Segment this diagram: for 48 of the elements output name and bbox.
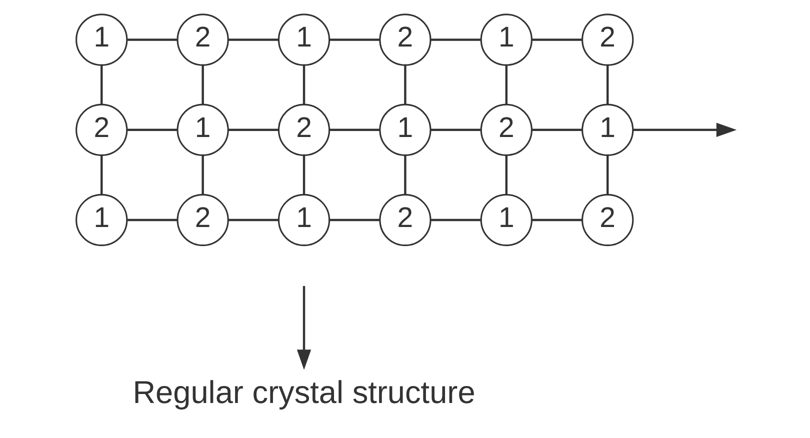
connector xyxy=(504,65,508,105)
connector xyxy=(100,65,102,105)
node-circle: 1 xyxy=(277,194,330,246)
connector xyxy=(228,128,278,131)
arrow xyxy=(296,286,311,370)
node-circle: 2 xyxy=(176,14,228,66)
connector xyxy=(430,218,480,222)
arrow xyxy=(632,122,736,137)
connector xyxy=(531,218,582,222)
connector xyxy=(606,65,608,105)
connector xyxy=(228,38,278,41)
node-circle: 2 xyxy=(378,194,431,246)
node-circle: 2 xyxy=(581,194,634,246)
connector xyxy=(126,218,177,222)
node-circle: 1 xyxy=(581,104,634,156)
node-circle: 1 xyxy=(277,14,330,66)
node-circle: 2 xyxy=(378,14,431,66)
node-circle: 1 xyxy=(378,104,431,156)
connector xyxy=(430,38,480,41)
node-circle: 1 xyxy=(75,194,128,246)
node-circle: 2 xyxy=(480,104,532,156)
node-circle: 2 xyxy=(176,194,228,246)
connector xyxy=(504,155,508,195)
connector xyxy=(404,65,406,105)
node-circle: 1 xyxy=(480,194,532,246)
connector xyxy=(531,38,582,41)
node-circle: 2 xyxy=(277,104,330,156)
node-circle: 2 xyxy=(75,104,128,156)
connector xyxy=(404,155,406,195)
connector xyxy=(302,155,305,195)
node-text: Regular crystal structure xyxy=(132,374,475,410)
connector xyxy=(201,65,204,105)
connector xyxy=(531,128,582,131)
connector xyxy=(126,38,177,41)
connector xyxy=(201,155,204,195)
connector xyxy=(126,128,177,131)
connector xyxy=(228,218,278,222)
node-circle: 2 xyxy=(581,14,634,66)
connector xyxy=(328,218,380,222)
node-circle: 1 xyxy=(176,104,228,156)
connector xyxy=(302,65,305,105)
connector xyxy=(606,155,608,195)
connector xyxy=(430,128,480,131)
node-circle: 1 xyxy=(480,14,532,66)
node-circle: 1 xyxy=(75,14,128,66)
connector xyxy=(328,38,380,41)
connector xyxy=(100,155,102,195)
connector xyxy=(328,128,380,131)
